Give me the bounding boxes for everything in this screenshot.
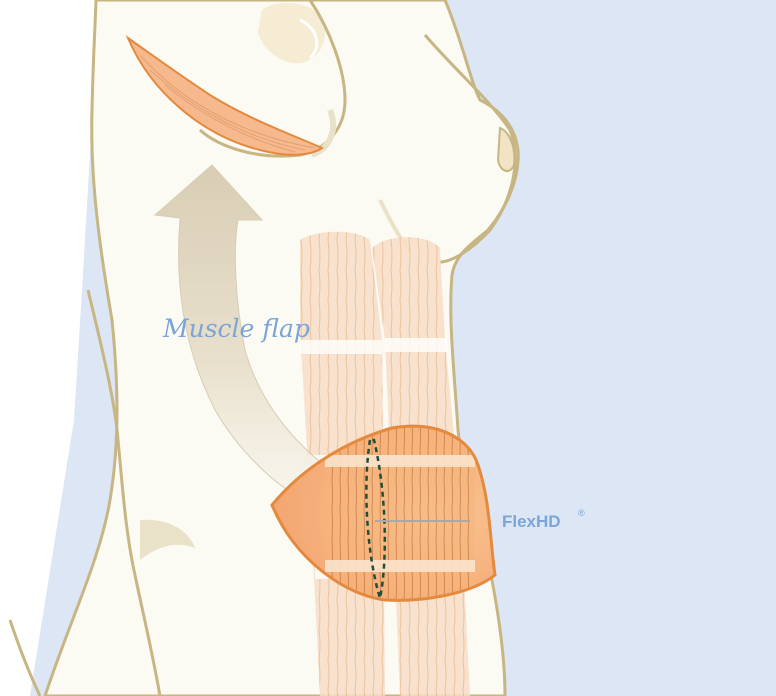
- flexhd-label: FlexHD: [502, 512, 561, 531]
- registered-mark: ®: [578, 508, 585, 518]
- muscle-flap-label: Muscle flap: [162, 314, 310, 343]
